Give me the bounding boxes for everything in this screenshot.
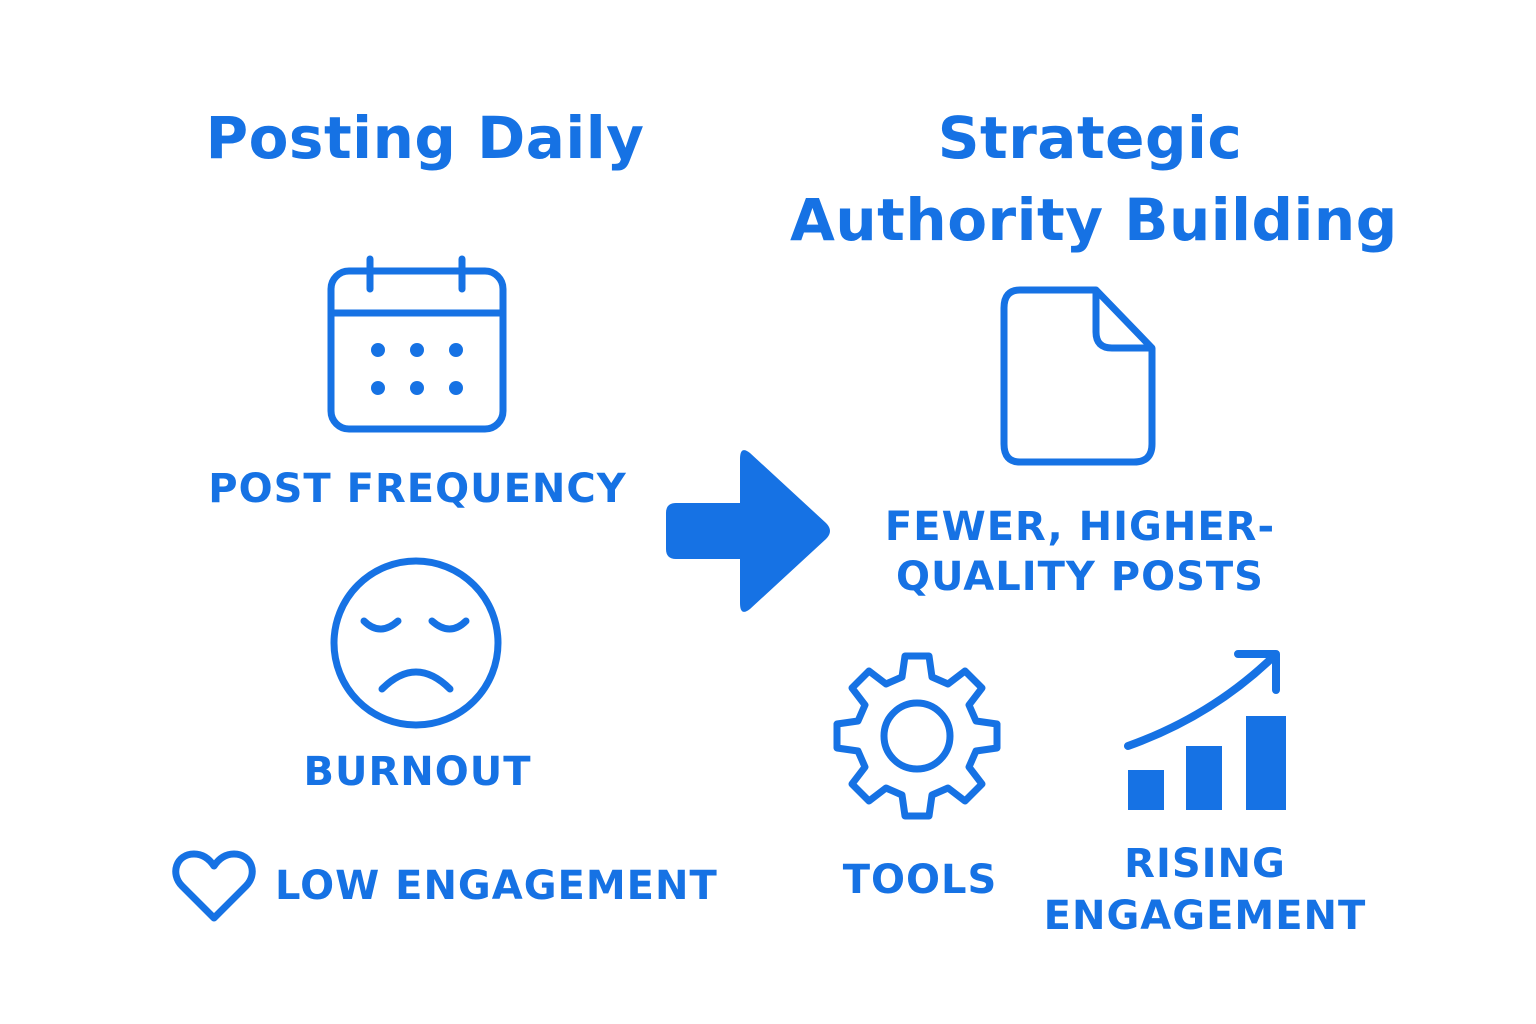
burnout-label: BURNOUT: [303, 749, 532, 795]
gear-icon: [826, 645, 1008, 827]
tools-label: TOOLS: [842, 857, 998, 903]
rising-engagement-label-line2: ENGAGEMENT: [1043, 893, 1367, 939]
right-title-line1: Strategic: [937, 104, 1243, 172]
right-title-line2: Authority Building: [790, 186, 1398, 254]
growth-chart-icon: [1122, 648, 1292, 812]
calendar-icon: [322, 255, 512, 440]
heart-icon: [172, 848, 256, 926]
left-title: Posting Daily: [205, 104, 645, 172]
low-engagement-label: LOW ENGAGEMENT: [275, 863, 718, 909]
sad-face-icon: [328, 555, 504, 731]
fewer-posts-label-line1: FEWER, HIGHER-: [884, 504, 1276, 550]
arrow-right-icon: [664, 445, 836, 617]
post-frequency-label: POST FREQUENCY: [208, 466, 627, 512]
fewer-posts-label-line2: QUALITY POSTS: [896, 554, 1264, 600]
document-icon: [998, 284, 1158, 468]
rising-engagement-label-line1: RISING: [1124, 841, 1286, 887]
